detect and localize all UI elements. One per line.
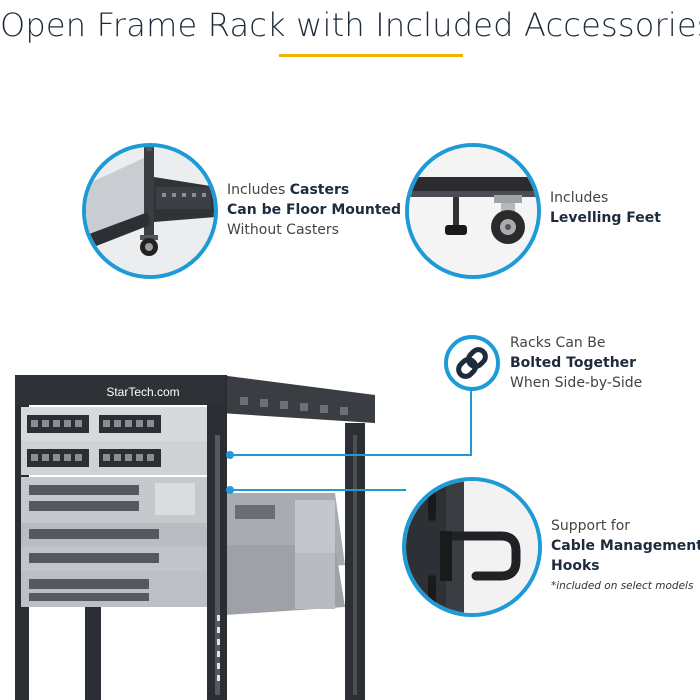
feet-line1: Includes [550, 190, 609, 206]
bolt-line3: When Side-by-Side [510, 375, 643, 391]
hooks-line3: Hooks [551, 558, 600, 574]
hooks-note: *included on select models [551, 580, 694, 592]
link-icon [444, 335, 500, 391]
casters-line2: Can be Floor Mounted [227, 202, 402, 218]
casters-line1-prefix: Includes [227, 182, 290, 198]
feet-line2: Levelling Feet [550, 210, 661, 226]
casters-callout: Includes Casters Can be Floor Mounted Wi… [227, 180, 401, 240]
casters-detail-image [82, 143, 218, 279]
levelling-feet-detail-image [405, 143, 541, 279]
title-underline [279, 54, 463, 57]
page-title: Open Frame Rack with Included Accessorie… [0, 6, 700, 44]
bolt-callout: Racks Can Be Bolted Together When Side-b… [510, 333, 642, 393]
brand-logo: StarTech.com [106, 385, 179, 399]
bolt-line1: Racks Can Be [510, 335, 606, 351]
hooks-line1: Support for [551, 518, 631, 534]
casters-line1-bold: Casters [289, 182, 350, 198]
rack-illustration: StarTech.com [15, 375, 395, 700]
feet-callout: Includes Levelling Feet [550, 188, 661, 228]
hooks-line2: Cable Management [551, 538, 700, 554]
hooks-callout: Support for Cable Management Hooks *incl… [551, 516, 700, 596]
bolt-line2: Bolted Together [510, 355, 637, 371]
cable-hook-detail-image [402, 477, 542, 617]
casters-line3: Without Casters [227, 222, 339, 238]
